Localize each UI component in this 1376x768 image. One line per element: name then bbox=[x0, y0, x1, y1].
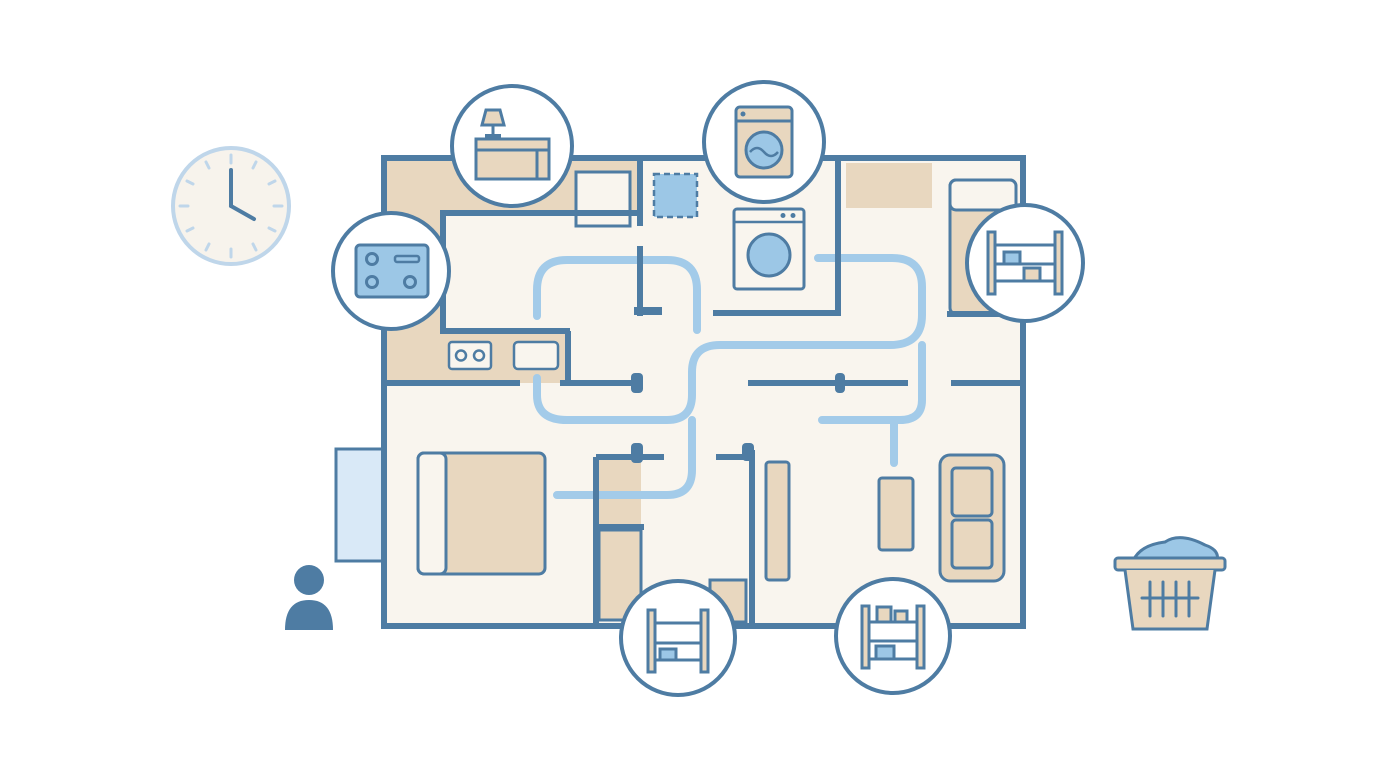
person-icon bbox=[285, 565, 333, 630]
narrow-table bbox=[764, 460, 791, 582]
shelf-icon bbox=[860, 604, 926, 670]
shelf-icon bbox=[646, 608, 710, 674]
burner-plate bbox=[447, 340, 493, 371]
washing-machine-icon bbox=[734, 105, 794, 179]
dashed-placeholder bbox=[652, 172, 699, 219]
double-bed bbox=[416, 451, 547, 576]
badge-shelf-right bbox=[965, 203, 1085, 323]
coffee-table bbox=[877, 476, 915, 552]
badge-lamp-desk bbox=[450, 84, 574, 208]
badge-washing-machine bbox=[702, 80, 826, 204]
shelf-icon bbox=[986, 230, 1064, 296]
sofa bbox=[938, 453, 1006, 583]
bedroom-dresser bbox=[846, 163, 932, 208]
lamp-desk-icon bbox=[474, 108, 551, 181]
laundry-basket-icon bbox=[1113, 536, 1227, 631]
kitchen-sink bbox=[512, 340, 560, 371]
walking-path bbox=[533, 254, 926, 499]
badge-shelf-bottom-left bbox=[619, 579, 737, 697]
wall-caps bbox=[631, 307, 845, 463]
badge-stovetop bbox=[331, 211, 451, 331]
entry-window bbox=[334, 447, 388, 563]
wall-clock-icon bbox=[171, 146, 291, 266]
stovetop-icon bbox=[354, 243, 430, 299]
washing-machine bbox=[732, 207, 806, 291]
badge-shelf-bottom-right bbox=[834, 577, 952, 695]
kitchen-cabinet bbox=[574, 170, 632, 228]
